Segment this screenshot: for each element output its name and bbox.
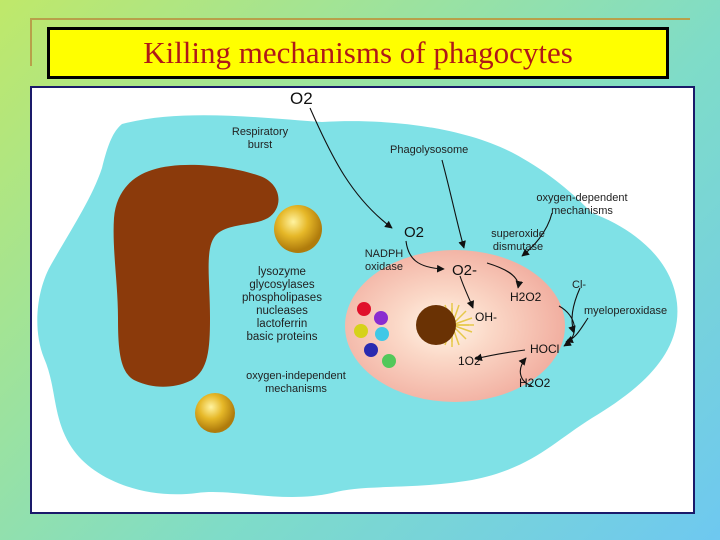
label-h2o2-inner: H2O2	[510, 290, 542, 304]
arrow-h2o2-bottom	[518, 357, 533, 387]
label-nadph-oxidase: NADPH oxidase	[364, 248, 404, 273]
granule-cyan	[375, 327, 389, 341]
granule-red	[357, 302, 371, 316]
granule-purple	[374, 311, 388, 325]
granule-lower	[195, 393, 235, 433]
arrow-phagolysosome	[441, 159, 466, 249]
arrow-hocl-to-singlet	[474, 349, 526, 362]
diagram-canvas	[37, 107, 678, 497]
label-oxygen-independent: oxygen-independent mechanisms	[246, 370, 346, 395]
label-singlet-oxygen: 1O2	[458, 354, 481, 368]
granule-green	[382, 354, 396, 368]
label-respiratory-burst: Respiratory burst	[231, 126, 289, 151]
arrow-oxygen-dependent	[521, 212, 553, 257]
nucleus	[113, 164, 279, 387]
label-oxygen-dependent: oxygen-dependent mechanisms	[536, 192, 628, 217]
label-o2-top: O2	[290, 89, 313, 108]
arrow-o2-to-superoxide	[405, 240, 445, 273]
label-superoxide: O2-	[452, 262, 478, 279]
label-chloride: Cl-	[572, 279, 587, 291]
granule-upper	[274, 205, 322, 253]
label-myeloperoxidase: myeloperoxidase	[584, 305, 668, 317]
decorative-line-left	[30, 18, 32, 66]
label-phagolysosome: Phagolysosome	[390, 144, 469, 156]
label-h2o2-bottom: H2O2	[519, 376, 551, 390]
slide-title: Killing mechanisms of phagocytes	[143, 35, 573, 70]
label-o2-mid: O2	[404, 224, 425, 241]
phagocyte-diagram: O2 Respiratory burst Phagolysosome oxyge…	[30, 86, 695, 514]
arrow-superoxide-to-h2o2	[486, 262, 524, 289]
label-hocl: HOCl	[530, 342, 560, 356]
label-enzymes: lysozyme glycosylases phospholipases nuc…	[242, 266, 322, 343]
label-superoxide-dismutase: superoxide dismutase	[491, 228, 545, 253]
arrow-myeloperoxidase	[565, 317, 589, 343]
arrow-respiratory-burst	[309, 107, 393, 229]
arrow-superoxide-to-oh	[459, 275, 475, 309]
decorative-line-top	[30, 18, 690, 20]
arrow-cl-to-myeloperoxidase	[568, 287, 581, 334]
title-box: Killing mechanisms of phagocytes	[47, 27, 669, 79]
label-hydroxyl: OH-	[475, 310, 497, 324]
granule-blue	[364, 343, 378, 357]
granule-yellow	[354, 324, 368, 338]
bacterium-core	[416, 305, 456, 345]
